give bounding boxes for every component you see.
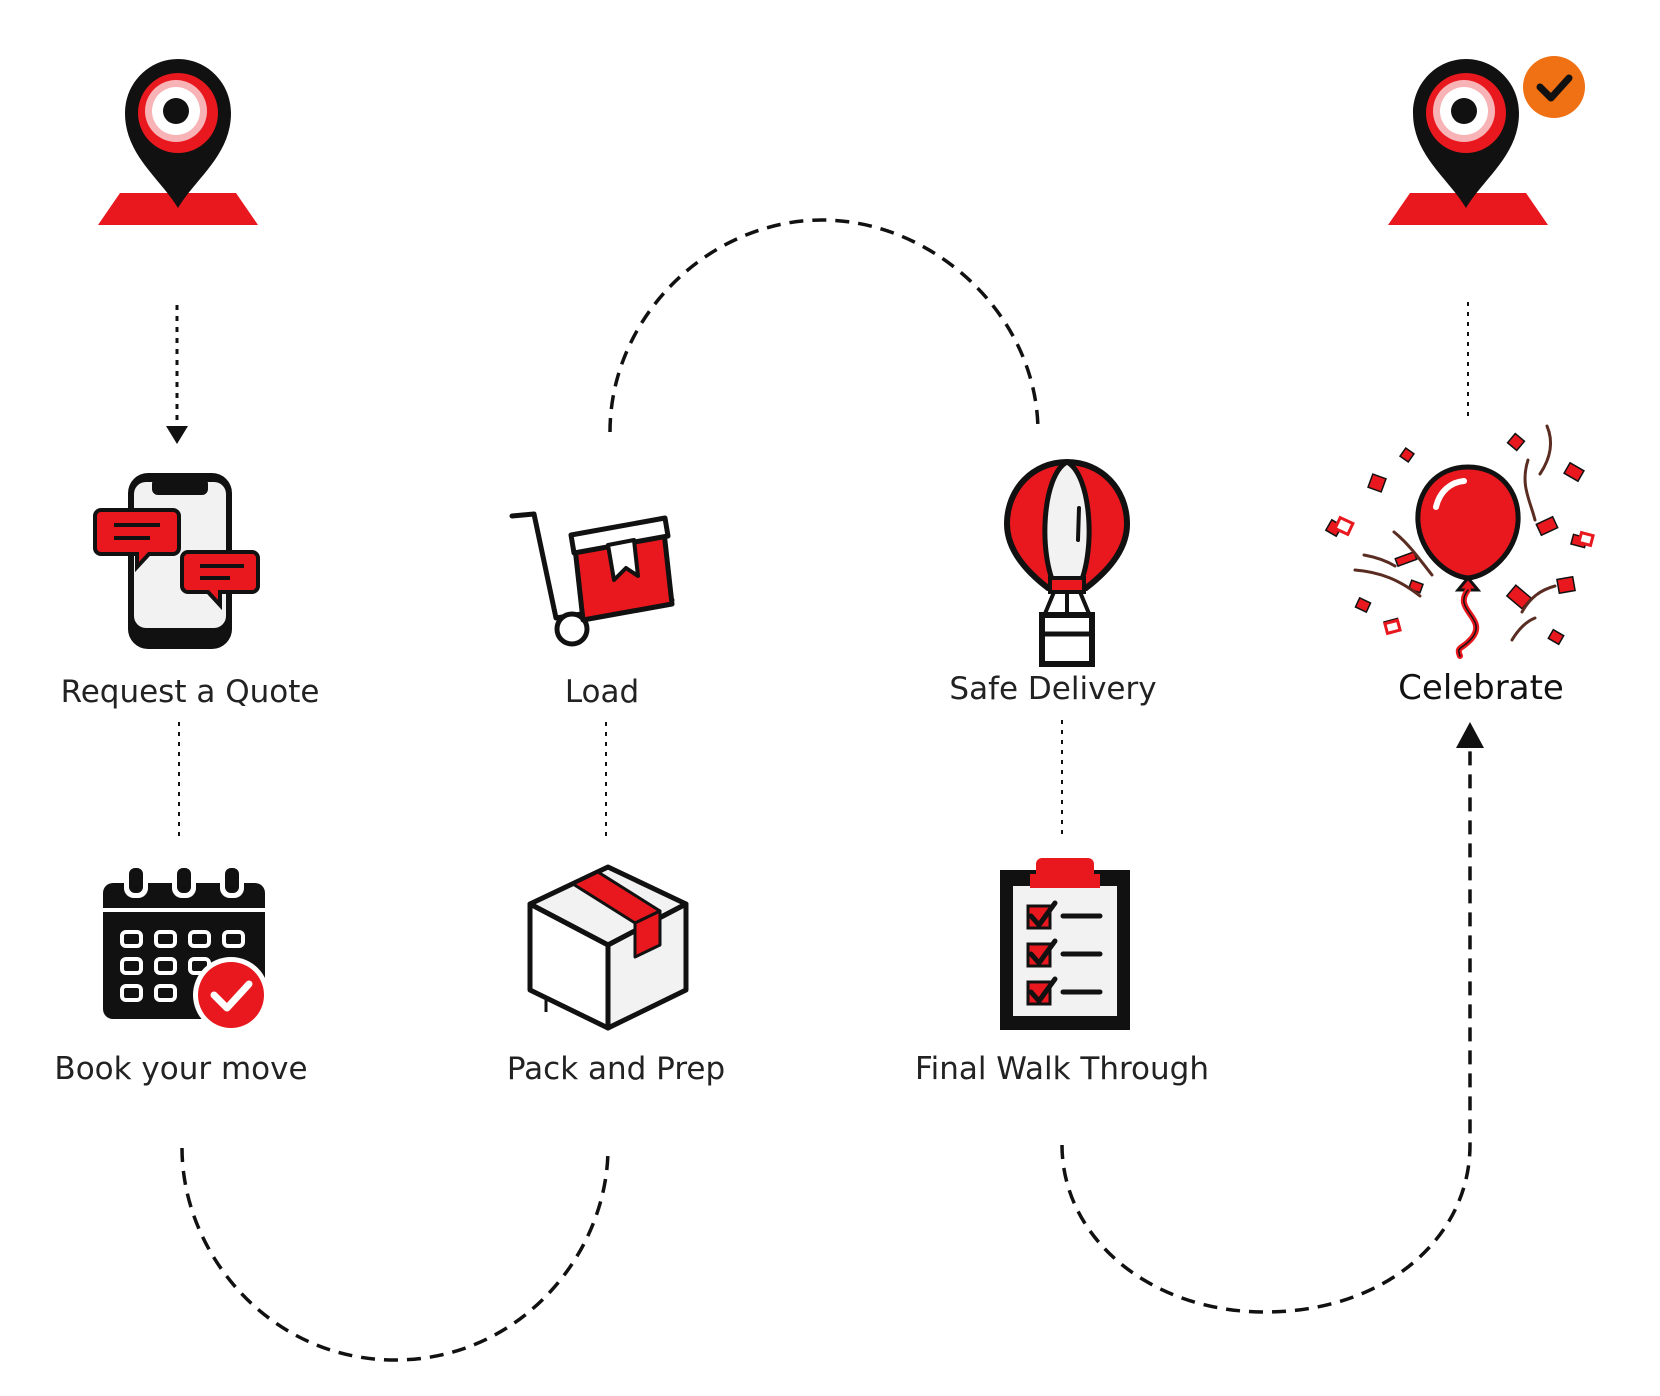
calendar-check-icon xyxy=(103,868,269,1033)
step-label-book: Book your move xyxy=(54,1051,308,1087)
box-icon xyxy=(527,864,689,1031)
step-label-walkthrough: Final Walk Through xyxy=(915,1051,1209,1087)
step-label-load: Load xyxy=(564,674,640,710)
connector-load-to-delivery xyxy=(608,218,1040,433)
step-label-request: Request a Quote xyxy=(60,674,320,710)
step-label-delivery: Safe Delivery xyxy=(949,671,1157,707)
check-badge-icon xyxy=(1523,56,1585,118)
step-label-pack: Pack and Prep xyxy=(506,1051,726,1087)
connector-walkthrough-to-celebrate xyxy=(1060,745,1472,1314)
hand-truck-icon xyxy=(509,511,675,647)
end-pin-icon xyxy=(1388,59,1548,225)
phone-chat-icon xyxy=(93,473,260,649)
step-label-celebrate: Celebrate xyxy=(1398,668,1564,708)
connectors xyxy=(166,218,1484,1362)
connector-book-to-pack xyxy=(180,1147,610,1362)
arrow-down-icon xyxy=(166,426,188,444)
hot-air-balloon-icon xyxy=(1003,458,1131,667)
start-pin-icon xyxy=(98,59,258,225)
checklist-icon xyxy=(1000,858,1130,1030)
arrow-up-icon xyxy=(1456,722,1484,748)
balloon-confetti-icon xyxy=(1324,424,1595,659)
